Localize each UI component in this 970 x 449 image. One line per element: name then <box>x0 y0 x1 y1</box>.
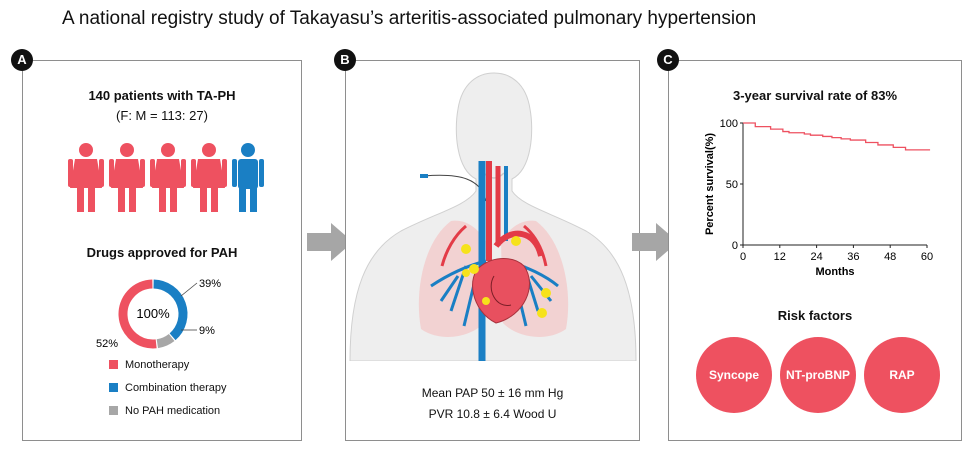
flow-arrow-icon <box>307 223 353 261</box>
x-tick-label: 60 <box>921 251 933 263</box>
risk-factor-rap: RAP <box>864 337 940 413</box>
female-figure-icon <box>68 143 104 212</box>
female-figure-icon <box>109 143 145 212</box>
survival-heading: 3-year survival rate of 83% <box>732 88 898 103</box>
legend-swatch-red <box>109 360 118 369</box>
y-axis-label: Percent survival(%) <box>704 133 716 235</box>
y-tick-label: 100 <box>720 118 738 130</box>
female-figure-icon <box>191 143 227 212</box>
patients-heading: 140 patients with TA-PH <box>88 88 236 103</box>
risk-factor-nt-probnp: NT-proBNP <box>780 337 856 413</box>
female-figure-icon <box>150 143 186 212</box>
x-tick-label: 36 <box>847 251 859 263</box>
page-title: A national registry study of Takayasu’s … <box>62 8 757 29</box>
x-tick-label: 48 <box>884 251 896 263</box>
flow-arrow-icon <box>632 223 678 261</box>
heart-lung-illustration <box>349 72 637 361</box>
x-tick-label: 12 <box>774 251 786 263</box>
donut-center-label: 100% <box>136 306 170 321</box>
y-tick-label: 50 <box>726 179 738 191</box>
treatment-donut-chart: 52% 39% 9% 100% <box>96 278 221 350</box>
panel-c-badge: C <box>657 49 679 71</box>
legend-combination: Combination therapy <box>109 382 227 394</box>
panel-b: Mean PAP 50 ± 16 mm Hg PVR 10.8 ± 6.4 Wo… <box>345 60 640 441</box>
donut-leader-line <box>180 282 198 297</box>
donut-label-monotherapy: 52% <box>96 338 118 350</box>
donut-slice-monotherapy <box>118 279 157 349</box>
mean-pap-value: Mean PAP 50 ± 16 mm Hg <box>421 386 564 400</box>
x-axis-label: Months <box>815 266 854 278</box>
panel-b-badge: B <box>334 49 356 71</box>
drugs-heading: Drugs approved for PAH <box>86 245 238 260</box>
panel-a-badge: A <box>11 49 33 71</box>
chart-series <box>743 122 931 151</box>
risk-factor-syncope: Syncope <box>696 337 772 413</box>
patient-figures <box>68 143 264 212</box>
donut-slice-combination-therapy <box>153 279 188 341</box>
x-tick-label: 24 <box>810 251 822 263</box>
legend-no-medication: No PAH medication <box>109 405 220 417</box>
donut-slice-no-pah-medication <box>156 333 175 349</box>
legend-monotherapy: Monotherapy <box>109 359 189 371</box>
panel-a: 140 patients with TA-PH (F: M = 113: 27) <box>22 60 302 441</box>
pvr-value: PVR 10.8 ± 6.4 Wood U <box>428 407 557 421</box>
sex-ratio: (F: M = 113: 27) <box>116 108 208 123</box>
risk-heading: Risk factors <box>777 308 853 323</box>
male-figure-icon <box>232 143 264 212</box>
survival-series-line <box>743 122 931 151</box>
donut-label-no-pah-medication: 9% <box>199 325 215 337</box>
legend-swatch-gray <box>109 406 118 415</box>
donut-label-combination-therapy: 39% <box>199 278 221 290</box>
legend-swatch-blue <box>109 383 118 392</box>
x-tick-label: 0 <box>740 251 746 263</box>
y-tick-label: 0 <box>732 240 738 252</box>
